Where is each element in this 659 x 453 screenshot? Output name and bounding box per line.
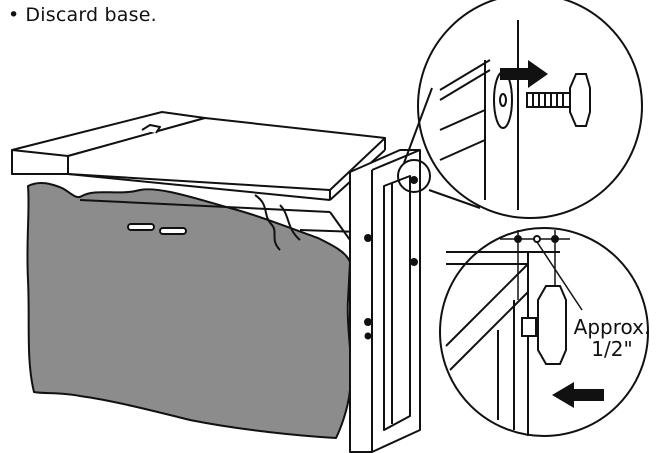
detail-circle-top [417,0,643,219]
measure-label: 1/2" [591,337,632,361]
instruction-text: •Discard base. [8,4,157,26]
arrow-right-icon [500,60,548,88]
detail-callout-bottom [439,227,649,437]
appliance-illustration [11,111,421,453]
detail-callout-top [397,0,643,219]
bullet-icon: • [8,4,20,26]
shipping-base [26,181,353,439]
rail-slot-left [127,223,155,231]
arrow-left-icon [552,382,604,408]
leveling-leg [537,285,567,365]
base-top-panel [67,117,386,191]
rail-slot-right [159,227,187,235]
approx-label: Approx. [574,315,651,339]
washer [493,71,513,129]
screw-head [569,73,591,127]
instruction-label: Discard base. [25,4,157,26]
